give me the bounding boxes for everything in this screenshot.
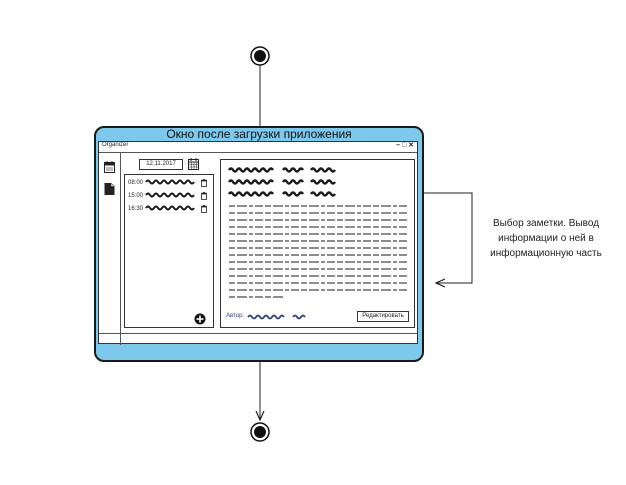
self-transition-arrow bbox=[424, 192, 473, 283]
trash-icon[interactable] bbox=[201, 179, 207, 187]
note-time: 08:00 bbox=[128, 180, 144, 186]
sidebar bbox=[99, 153, 121, 345]
app-title: Organizer bbox=[102, 142, 129, 148]
state-title: Окно после загрузки приложения bbox=[166, 127, 352, 141]
app-window-mockup: Organizer – □ ✕ 12.11.2017 bbox=[98, 141, 418, 345]
trash-icon[interactable] bbox=[201, 205, 207, 213]
note-content-scribbles bbox=[228, 167, 409, 298]
scribble-text bbox=[144, 192, 195, 198]
list-item[interactable]: 15:00 bbox=[128, 192, 210, 201]
document-icon[interactable] bbox=[104, 183, 115, 195]
add-circle-icon[interactable] bbox=[194, 313, 206, 325]
transition-annotation: Выбор заметки. Вывод информации о ней в … bbox=[490, 218, 602, 259]
scribble-text bbox=[144, 179, 195, 185]
list-item[interactable]: 08:00 bbox=[128, 179, 210, 188]
date-field[interactable]: 12.11.2017 bbox=[139, 159, 183, 170]
calendar-picker-icon[interactable] bbox=[188, 158, 199, 170]
author-label: Автор: bbox=[226, 313, 245, 319]
note-info-panel: Автор: Редактировать bbox=[220, 159, 415, 328]
final-node bbox=[250, 422, 270, 442]
author-name-scribble bbox=[247, 314, 306, 320]
edit-button[interactable]: Редактировать bbox=[357, 311, 409, 322]
notes-list: 08:00 15:00 16:30 bbox=[124, 174, 214, 328]
trash-icon[interactable] bbox=[201, 192, 207, 200]
initial-node bbox=[250, 46, 270, 66]
scribble-text bbox=[144, 205, 195, 211]
status-bar bbox=[99, 333, 417, 334]
window-titlebar: Organizer – □ ✕ bbox=[99, 142, 417, 153]
note-time: 15:00 bbox=[128, 193, 144, 199]
list-item[interactable]: 16:30 bbox=[128, 205, 210, 214]
note-time: 16:30 bbox=[128, 206, 144, 212]
window-controls[interactable]: – □ ✕ bbox=[396, 142, 414, 149]
calendar-icon[interactable] bbox=[104, 161, 115, 173]
